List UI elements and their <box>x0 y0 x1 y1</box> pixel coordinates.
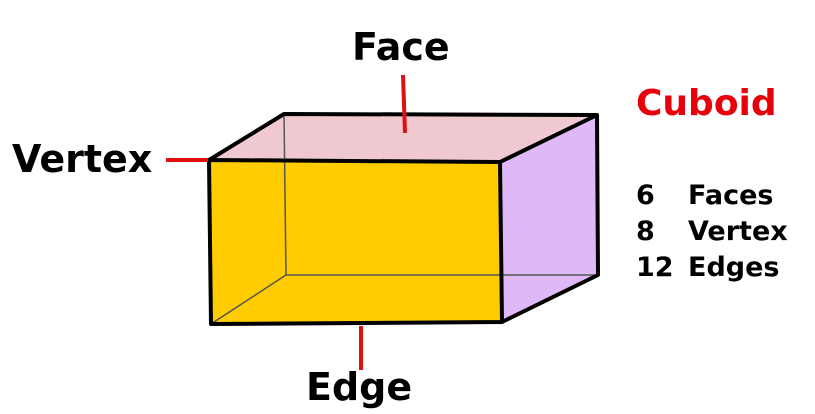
property-count: 12 <box>636 252 674 283</box>
property-name: Edges <box>688 252 780 283</box>
edge-label: Edge <box>306 365 413 409</box>
vertex-label: Vertex <box>12 137 153 181</box>
hidden-edges <box>210 113 598 325</box>
property-row: 6 Faces <box>636 178 788 214</box>
properties-list: 6 Faces 8 Vertex 12 Edges <box>636 178 788 286</box>
face-pointer <box>401 74 407 134</box>
shape-title: Cuboid <box>636 83 777 124</box>
side-face <box>500 115 598 322</box>
property-name: Vertex <box>688 216 788 247</box>
top-face <box>209 114 597 162</box>
pointer-lines <box>166 74 407 370</box>
front-face <box>209 160 502 324</box>
face-label: Face <box>352 25 450 69</box>
visible-edges <box>207 112 600 326</box>
property-row: 12 Edges <box>636 250 788 286</box>
property-count: 8 <box>636 216 655 247</box>
property-count: 6 <box>636 180 655 211</box>
property-name: Faces <box>688 180 774 211</box>
property-row: 8 Vertex <box>636 214 788 250</box>
